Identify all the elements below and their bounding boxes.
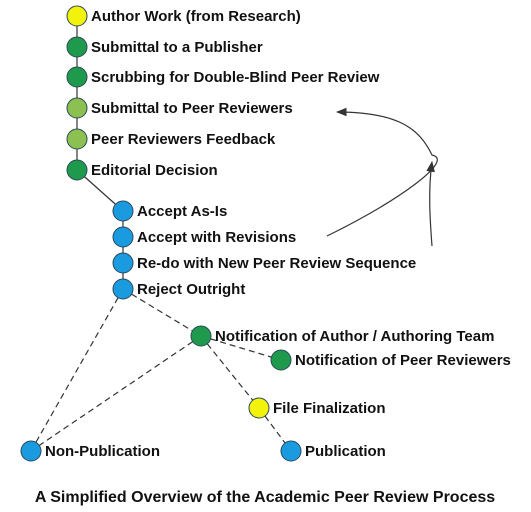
node-circle-reject-outright [112,278,134,300]
loop-arrow-redo-review-to-submittal-reviewers [426,160,435,247]
node-publication: Publication [280,440,386,462]
loop-arrows-layer [326,107,438,247]
node-label-submittal-publisher: Submittal to a Publisher [91,39,263,56]
node-circle-redo-review [112,252,134,274]
node-circle-notify-reviewers [270,349,292,371]
node-author-work: Author Work (from Research) [66,5,301,27]
node-label-file-finalization: File Finalization [273,400,386,417]
node-accept-as-is: Accept As-Is [112,200,227,222]
node-circle-file-finalization [248,397,270,419]
node-notify-author: Notification of Author / Authoring Team [190,325,494,347]
node-label-accept-as-is: Accept As-Is [137,203,227,220]
node-label-non-publication: Non-Publication [45,443,160,460]
node-label-scrubbing: Scrubbing for Double-Blind Peer Review [91,69,380,86]
node-label-notify-author: Notification of Author / Authoring Team [215,328,494,345]
node-circle-notify-author [190,325,212,347]
node-label-editorial-decision: Editorial Decision [91,162,218,179]
node-reject-outright: Reject Outright [112,278,245,300]
edge-reject-outright-to-notify-author [122,288,202,337]
edge-notify-author-to-notify-reviewers [200,335,282,361]
node-circle-submittal-publisher [66,36,88,58]
node-circle-publication [280,440,302,462]
node-scrubbing: Scrubbing for Double-Blind Peer Review [66,66,380,88]
node-circle-scrubbing [66,66,88,88]
node-file-finalization: File Finalization [248,397,386,419]
node-accept-revisions: Accept with Revisions [112,226,296,248]
node-label-redo-review: Re-do with New Peer Review Sequence [137,255,416,272]
node-circle-author-work [66,5,88,27]
nodes-layer: Author Work (from Research) Submittal to … [20,5,511,462]
node-submittal-reviewers: Submittal to Peer Reviewers [66,97,293,119]
node-label-reject-outright: Reject Outright [137,281,245,298]
edge-notify-author-to-file-finalization [200,335,260,409]
edge-reject-outright-to-non-publication [30,288,124,452]
node-label-notify-reviewers: Notification of Peer Reviewers [295,352,511,369]
node-circle-accept-revisions [112,226,134,248]
diagram-caption: A Simplified Overview of the Academic Pe… [35,489,495,506]
node-label-accept-revisions: Accept with Revisions [137,229,296,246]
node-label-submittal-reviewers: Submittal to Peer Reviewers [91,100,293,117]
edge-notify-author-to-non-publication [30,335,202,452]
loop-arrow-accept-revisions-to-submittal-reviewers [326,107,438,237]
node-circle-accept-as-is [112,200,134,222]
node-circle-reviewers-feedback [66,128,88,150]
node-circle-non-publication [20,440,42,462]
node-circle-editorial-decision [66,159,88,181]
node-notify-reviewers: Notification of Peer Reviewers [270,349,511,371]
node-label-author-work: Author Work (from Research) [91,8,301,25]
node-reviewers-feedback: Peer Reviewers Feedback [66,128,276,150]
node-non-publication: Non-Publication [20,440,160,462]
node-label-reviewers-feedback: Peer Reviewers Feedback [91,131,276,148]
node-submittal-publisher: Submittal to a Publisher [66,36,263,58]
node-label-publication: Publication [305,443,386,460]
node-editorial-decision: Editorial Decision [66,159,218,181]
node-redo-review: Re-do with New Peer Review Sequence [112,252,416,274]
node-circle-submittal-reviewers [66,97,88,119]
